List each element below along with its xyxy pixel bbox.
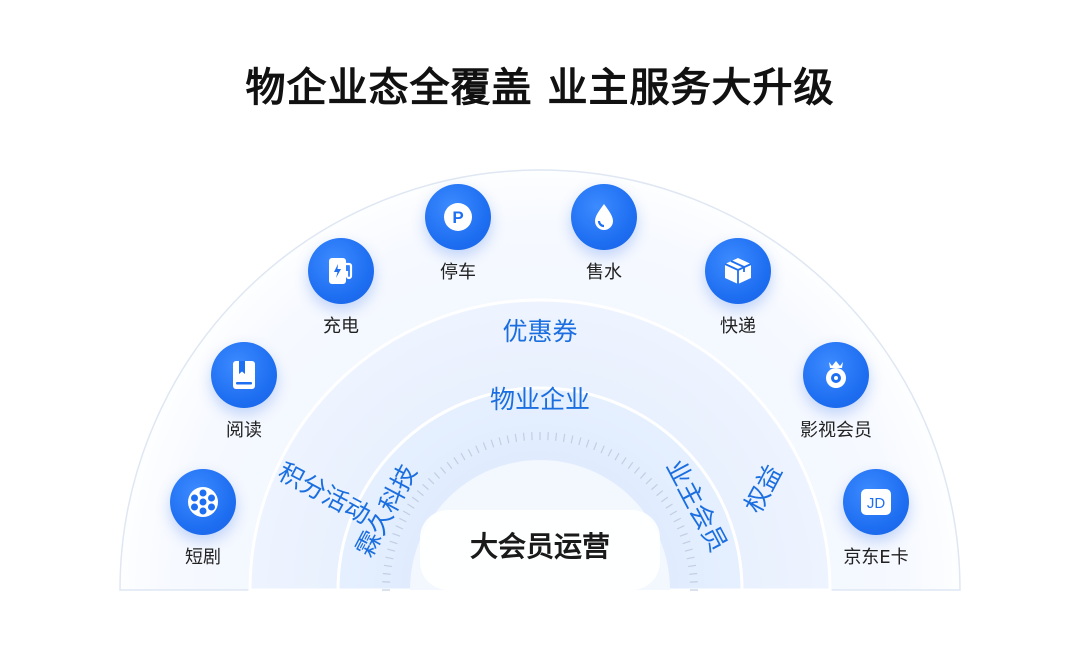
service-label: 快递	[720, 316, 756, 337]
tick-mark	[398, 517, 407, 523]
service-short-drama[interactable]: 短剧	[143, 469, 263, 569]
tick-mark	[621, 457, 627, 465]
parking-icon: P	[425, 184, 491, 250]
tick-mark	[614, 452, 620, 461]
tick-mark	[600, 445, 605, 454]
book-icon	[211, 342, 277, 408]
film-reel-icon	[170, 469, 236, 535]
service-water[interactable]: 售水	[544, 184, 664, 284]
service-label: 阅读	[226, 420, 262, 441]
tick-mark	[688, 564, 697, 568]
tick-mark	[475, 445, 480, 454]
service-label: 影视会员	[800, 420, 872, 441]
tick-mark	[482, 442, 487, 451]
tick-mark	[402, 510, 411, 516]
tick-mark	[682, 540, 691, 545]
tick-mark	[514, 433, 518, 442]
tick-mark	[427, 477, 435, 485]
ring-label-coupons: 优惠券	[502, 317, 578, 346]
page-title: 物企业态全覆盖 业主服务大升级	[245, 65, 835, 111]
crown-camera-icon	[803, 342, 869, 408]
water-drop-icon	[571, 184, 637, 250]
tick-mark	[562, 433, 566, 442]
service-reading[interactable]: 阅读	[184, 342, 304, 442]
service-label: 售水	[586, 262, 622, 283]
charging-station-icon	[308, 238, 374, 304]
ring-label-property: 物业企业	[489, 385, 591, 414]
core-label: 大会员运营	[469, 530, 611, 563]
tick-mark	[522, 432, 525, 441]
package-icon	[705, 238, 771, 304]
tick-mark	[433, 472, 441, 479]
service-charging[interactable]: 充电	[281, 238, 401, 338]
service-jd-card[interactable]: JD 京东E卡	[816, 469, 936, 569]
tick-mark	[389, 540, 398, 545]
tick-mark	[627, 461, 634, 470]
tick-mark	[453, 457, 459, 465]
tick-mark	[585, 439, 590, 448]
tick-mark	[411, 496, 420, 503]
tick-mark	[660, 496, 669, 503]
svg-text:P: P	[452, 208, 463, 227]
tick-mark	[490, 439, 495, 448]
tick-mark	[467, 448, 473, 457]
service-video-membership[interactable]: 影视会员	[776, 342, 896, 442]
tick-mark	[570, 435, 574, 444]
tick-marks	[382, 432, 698, 591]
tick-mark	[633, 466, 640, 474]
tick-mark	[506, 435, 510, 444]
jd-card-icon: JD	[843, 469, 909, 535]
service-parking[interactable]: P 停车	[398, 184, 518, 284]
tick-mark	[639, 472, 647, 479]
tick-mark	[555, 432, 558, 441]
service-label: 停车	[440, 262, 476, 283]
tick-mark	[607, 448, 613, 457]
tick-mark	[679, 532, 688, 537]
tick-mark	[407, 503, 415, 509]
tick-mark	[673, 517, 682, 523]
tick-mark	[498, 437, 502, 446]
tick-mark	[383, 564, 392, 568]
tick-mark	[382, 572, 391, 575]
tick-mark	[645, 477, 653, 485]
tick-mark	[656, 490, 664, 497]
tick-mark	[446, 461, 453, 470]
tick-mark	[651, 483, 658, 491]
tick-mark	[422, 483, 429, 491]
tick-mark	[387, 548, 396, 552]
tick-mark	[385, 556, 394, 560]
tick-mark	[593, 442, 598, 451]
service-express[interactable]: 快递	[678, 238, 798, 338]
tick-mark	[395, 525, 404, 530]
tick-mark	[684, 548, 693, 552]
service-label: 短剧	[185, 547, 221, 568]
tick-mark	[686, 556, 695, 560]
tick-mark	[460, 452, 466, 461]
tick-mark	[676, 525, 685, 530]
service-label: 京东E卡	[843, 547, 909, 568]
tick-mark	[689, 572, 698, 575]
tick-mark	[440, 466, 447, 474]
tick-mark	[665, 503, 673, 509]
svg-text:JD: JD	[867, 495, 886, 512]
service-label: 充电	[323, 316, 359, 337]
tick-mark	[392, 532, 401, 537]
tick-mark	[416, 490, 424, 497]
tick-mark	[578, 437, 582, 446]
tick-mark	[669, 510, 678, 516]
